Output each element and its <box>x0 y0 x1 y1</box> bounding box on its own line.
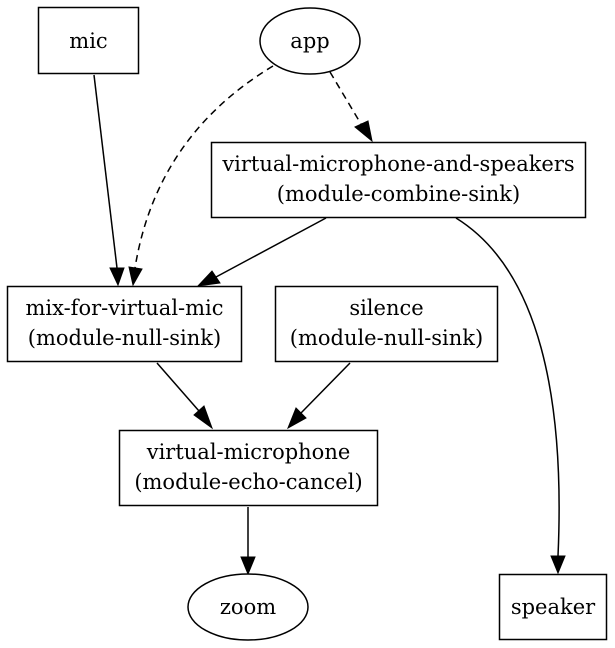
edge-mix-to-echo <box>156 362 200 412</box>
node-zoom-label: zoom <box>220 595 276 619</box>
arrowhead-mix-to-echo <box>193 405 214 430</box>
node-mix-box <box>6 285 243 363</box>
arrowhead-echo-to-zoom <box>240 556 256 576</box>
node-echo-cancel-name: virtual-microphone <box>146 440 351 464</box>
arrowhead-app-to-combine <box>354 120 373 143</box>
node-combine-sink-module: (module-combine-sink) <box>277 182 520 206</box>
edge-app-to-combine <box>329 71 362 125</box>
node-mix-for-virtual-mic: mix-for-virtual-mic (module-null-sink) <box>6 285 243 363</box>
node-mic-label: mic <box>69 29 107 53</box>
node-mic-box <box>37 6 140 75</box>
arrowhead-app-to-mix <box>128 266 143 287</box>
node-silence: silence (module-null-sink) <box>274 285 499 363</box>
node-zoom: zoom <box>187 573 309 641</box>
node-combine-sink-box <box>210 141 587 219</box>
node-silence-box <box>274 285 499 363</box>
node-silence-module: (module-null-sink) <box>290 326 483 350</box>
arrowhead-combine-to-mix <box>196 270 221 287</box>
arrowhead-combine-to-speaker <box>550 555 566 575</box>
edges <box>93 65 566 576</box>
node-virtual-microphone: virtual-microphone (module-echo-cancel) <box>118 429 379 507</box>
node-mix-module: (module-null-sink) <box>28 326 221 350</box>
node-speaker: speaker <box>498 573 608 641</box>
node-mic: mic <box>37 6 140 75</box>
node-app: app <box>259 7 361 75</box>
edge-mic-to-mix <box>93 74 118 269</box>
edge-combine-to-speaker <box>455 217 560 557</box>
edge-app-to-mix <box>134 65 274 269</box>
node-echo-cancel-box <box>118 429 379 507</box>
node-silence-name: silence <box>349 296 423 320</box>
node-virtual-microphone-and-speakers: virtual-microphone-and-speakers (module-… <box>210 141 587 219</box>
node-zoom-ellipse <box>187 573 309 641</box>
arrowhead-mic-to-mix <box>109 267 125 287</box>
node-mix-name: mix-for-virtual-mic <box>25 296 223 320</box>
edge-silence-to-echo <box>300 362 351 414</box>
edge-combine-to-mix <box>215 217 327 278</box>
node-speaker-label: speaker <box>511 595 596 619</box>
node-app-label: app <box>290 29 329 53</box>
arrowhead-silence-to-echo <box>287 407 307 430</box>
node-combine-sink-name: virtual-microphone-and-speakers <box>221 152 574 176</box>
node-app-ellipse <box>259 7 361 75</box>
node-echo-cancel-module: (module-echo-cancel) <box>134 470 362 494</box>
node-speaker-box <box>498 573 608 641</box>
